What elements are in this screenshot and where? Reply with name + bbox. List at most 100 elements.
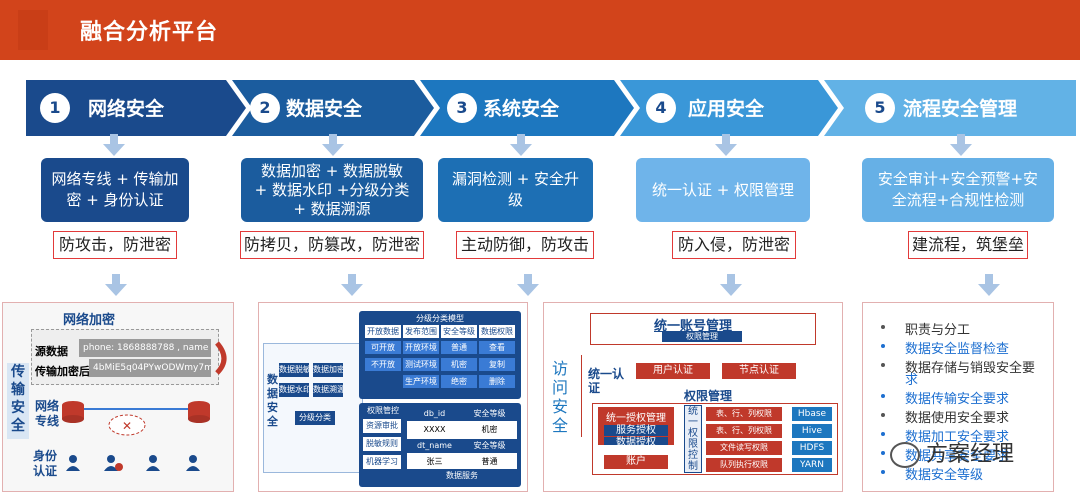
curve-arrow-icon [215,341,227,375]
grant-label: 统一授权管理 [606,413,666,424]
desc-line: + 数据水印 +分级分类 [254,180,410,199]
down-arrow-icon [103,134,125,156]
ml-chip: 机器学习 [363,455,401,469]
side-char: 安 [11,400,25,416]
down-arrow-icon [105,274,127,296]
account-chip: 账户 [604,455,668,469]
process-list-item: 数据安全等级 [905,468,984,483]
perm-row-chip: 表、行、列权限 [706,424,782,438]
desc-line: 密 + 身份认证 [66,191,164,209]
data-trace-chip: 数据溯源 [313,383,343,397]
side-char: 据 [267,387,278,400]
down-arrow-icon [322,134,344,156]
header-bar: 融合分析平台 [0,0,1080,60]
ctrl-char: 限 [688,439,698,450]
step-3-number: 3 [447,93,477,123]
access-security-label: 访问安全 [552,359,572,435]
side-char: 输 [11,382,25,398]
step-2-number: 2 [250,93,280,123]
ctrl-char: 权 [688,428,698,439]
bullet-icon [881,470,885,474]
process-list-item: 数据存储与销毁安全要 [905,361,1036,376]
account-mgmt-sub: 权限管理 [662,331,742,342]
grade-grid-cell: 生产环境 [403,375,439,388]
user-auth-chip: 用户认证 [636,363,710,379]
ctrl-char: 控 [688,450,698,461]
perm-head: db_id [407,407,462,421]
bullet-icon [881,451,885,455]
wechat-icon [890,442,920,468]
steps-chevrons [26,80,1076,136]
grant-block: 统一授权管理 服务授权 数据授权 [598,407,674,445]
bullet-icon [881,432,885,436]
down-arrow-icon [950,134,972,156]
process-list-item: 数据传输安全要求 [905,392,1010,407]
perm-target-chip: HDFS [792,441,832,455]
perm-head: 安全等级 [462,407,517,421]
down-arrow-icon [978,274,1000,296]
side-char: 传 [11,364,25,380]
panel-network-detail: 网络加密 传输安全 源数据 phone: 1868888788 , name :… [2,302,234,492]
step-2-chevron [232,80,434,136]
side-char: 安 [552,397,569,416]
grade-grid-cell: 不开放 [365,358,401,371]
account-mgmt-title: 统一账号管理 [654,319,733,334]
goal-tag-application: 防入侵，防泄密 [672,231,796,259]
desc-line: + 数据溯源 [293,199,371,218]
step-3-label: 系统安全 [483,98,560,120]
side-char: 全 [267,415,278,428]
auth-label-2: 认证 [33,464,58,478]
svc-grant-chip: 服务授权 [604,425,668,436]
perm-mgmt-box [592,403,838,475]
side-char: 问 [552,378,569,397]
data-grant-chip: 数据授权 [604,437,668,445]
auth-label: 身份认证 [33,449,57,479]
step-1-label: 网络安全 [88,98,165,120]
perm-table: db_id 安全等级 XXXX 机密 dt_name 安全等级 张三 普通 数据… [407,407,517,483]
goal-tag-data: 防拷贝，防篡改，防泄密 [240,231,424,259]
side-char: 安 [267,401,278,414]
ctrl-char: 制 [688,461,698,472]
grade-model-title: 分级分类模型 [416,314,464,323]
down-arrow-icon [341,274,363,296]
panel-application-detail: 统一账号管理 权限管理 访问安全 统一认证 用户认证 节点认证 权限管理 统一授… [543,302,843,492]
bullet-icon [881,394,885,398]
step-4-chevron [620,80,838,136]
perm-target-chip: Hive [792,424,832,438]
grade-grid-cell: 复制 [479,358,515,371]
bullet-icon [881,363,885,367]
steps-banner: 1 网络安全 2 数据安全 3 系统安全 4 应用安全 5 流程安全管理 [0,80,1080,136]
perm-row-chip: 队列执行权限 [706,458,782,472]
grade-grid-cell: 测试环境 [403,358,439,371]
net-line-label: 网络专线 [35,399,59,429]
down-arrow-icon [715,134,737,156]
perm-target-chip: Hbase [792,407,832,421]
mask-rule-chip: 脱敏规则 [363,437,401,451]
grade-grid-cell: 绝密 [441,375,477,388]
desc-box-process: 安全审计+安全预警+安全流程+合规性检测 [862,158,1054,222]
step-5-label: 流程安全管理 [903,98,1018,120]
panel2-side-label: 数据安全 [267,373,278,429]
resource-approve-chip: 资源审批 [363,419,401,433]
unified-control-label: 统一权限控制 [684,405,702,473]
net-label-2: 专线 [35,414,60,428]
ctrl-char: 统 [688,406,698,417]
down-arrow-icon [510,134,532,156]
process-list-item: 数据加工安全要求 [905,430,1010,445]
desc-line: 网络专线 + 传输加 [51,170,179,188]
watermark-text: 方案经理 [926,442,1015,467]
desc-line: 统一认证 + 权限管理 [651,180,795,199]
data-mask-chip: 数据脱敏 [279,363,309,377]
step-1-number: 1 [40,93,70,123]
perm-cell: 机密 [481,425,498,434]
goal-tag-network: 防攻击，防泄密 [53,231,177,259]
panel1-title: 网络加密 [63,313,116,328]
user-icons [66,455,200,471]
grade-grid-cell [365,375,401,388]
process-list-item: 数据使用安全要求 [905,411,1010,426]
desc-box-system: 漏洞检测 + 安全升级 [438,158,593,222]
step-5-number: 5 [865,93,895,123]
grade-grid-head: 安全等级 [441,325,477,338]
process-list: 职责与分工数据安全监督检查数据存储与销毁安全要求数据传输安全要求数据使用安全要求… [877,319,1053,489]
